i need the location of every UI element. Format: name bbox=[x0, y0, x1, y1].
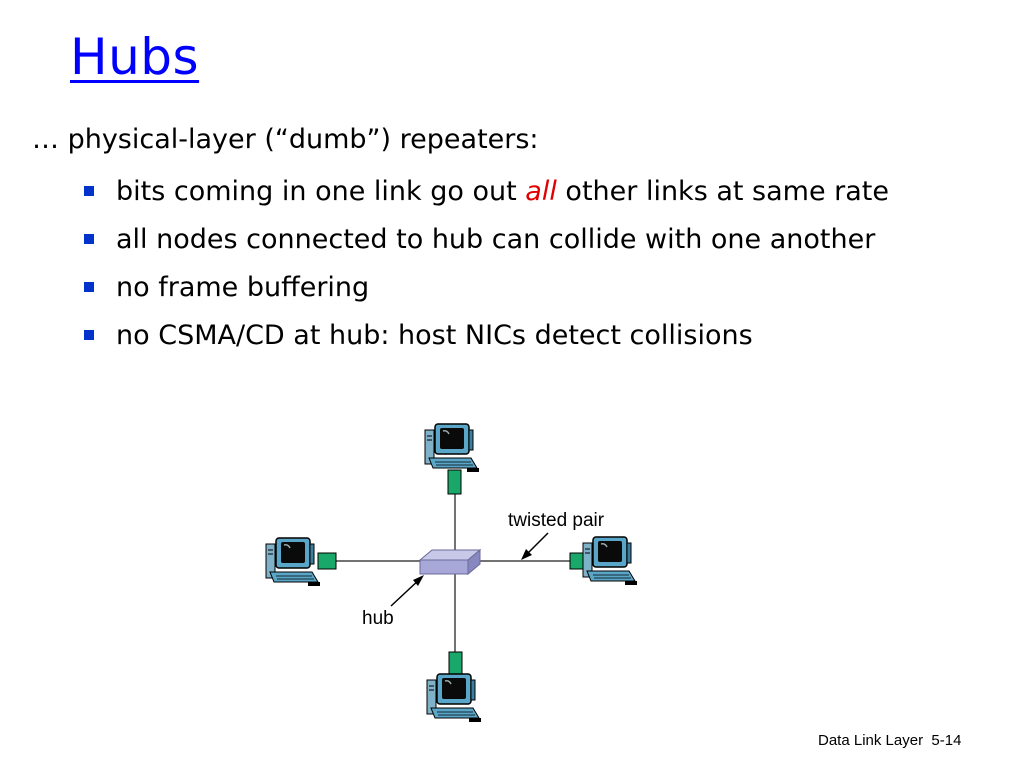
bullet-marker bbox=[84, 282, 94, 292]
bullet-list: bits coming in one link go out all other… bbox=[84, 172, 1004, 364]
bullet-item: bits coming in one link go out all other… bbox=[84, 172, 1004, 212]
bullet-emphasis: all bbox=[525, 176, 557, 207]
computer-icon-left bbox=[265, 537, 321, 587]
nic-connector-top bbox=[447, 469, 462, 495]
footer-page: 5-14 bbox=[931, 732, 962, 749]
bullet-text: no CSMA/CD at hub: host NICs detect coll… bbox=[116, 320, 753, 351]
bullet-item: no CSMA/CD at hub: host NICs detect coll… bbox=[84, 316, 1004, 356]
slide-title: Hubs bbox=[70, 28, 200, 86]
bullet-text: bits coming in one link go out bbox=[116, 176, 526, 207]
bullet-marker bbox=[84, 186, 94, 196]
bullet-marker bbox=[84, 234, 94, 244]
computer-icon-top bbox=[424, 423, 480, 473]
bullet-item: all nodes connected to hub can collide w… bbox=[84, 220, 1004, 260]
footer-chapter: Data Link Layer bbox=[818, 732, 924, 749]
intro-text: … physical-layer (“dumb”) repeaters: bbox=[32, 124, 539, 155]
hub-icon bbox=[418, 548, 482, 576]
nic-connector-bottom bbox=[448, 651, 463, 677]
bullet-text: other links at same rate bbox=[556, 176, 890, 207]
hub-arrow bbox=[390, 575, 424, 607]
nic-connector-left bbox=[317, 552, 337, 570]
footer: Data Link Layer 5-14 bbox=[818, 732, 961, 749]
twisted-pair-arrow bbox=[521, 532, 549, 560]
computer-icon-right bbox=[582, 536, 638, 586]
bullet-text: no frame buffering bbox=[116, 272, 370, 303]
computer-icon-bottom bbox=[426, 673, 482, 723]
bullet-text: all nodes connected to hub can collide w… bbox=[116, 224, 876, 255]
bullet-marker bbox=[84, 330, 94, 340]
hub-label: hub bbox=[362, 608, 394, 629]
twisted-pair-label: twisted pair bbox=[508, 510, 605, 531]
bullet-item: no frame buffering bbox=[84, 268, 1004, 308]
